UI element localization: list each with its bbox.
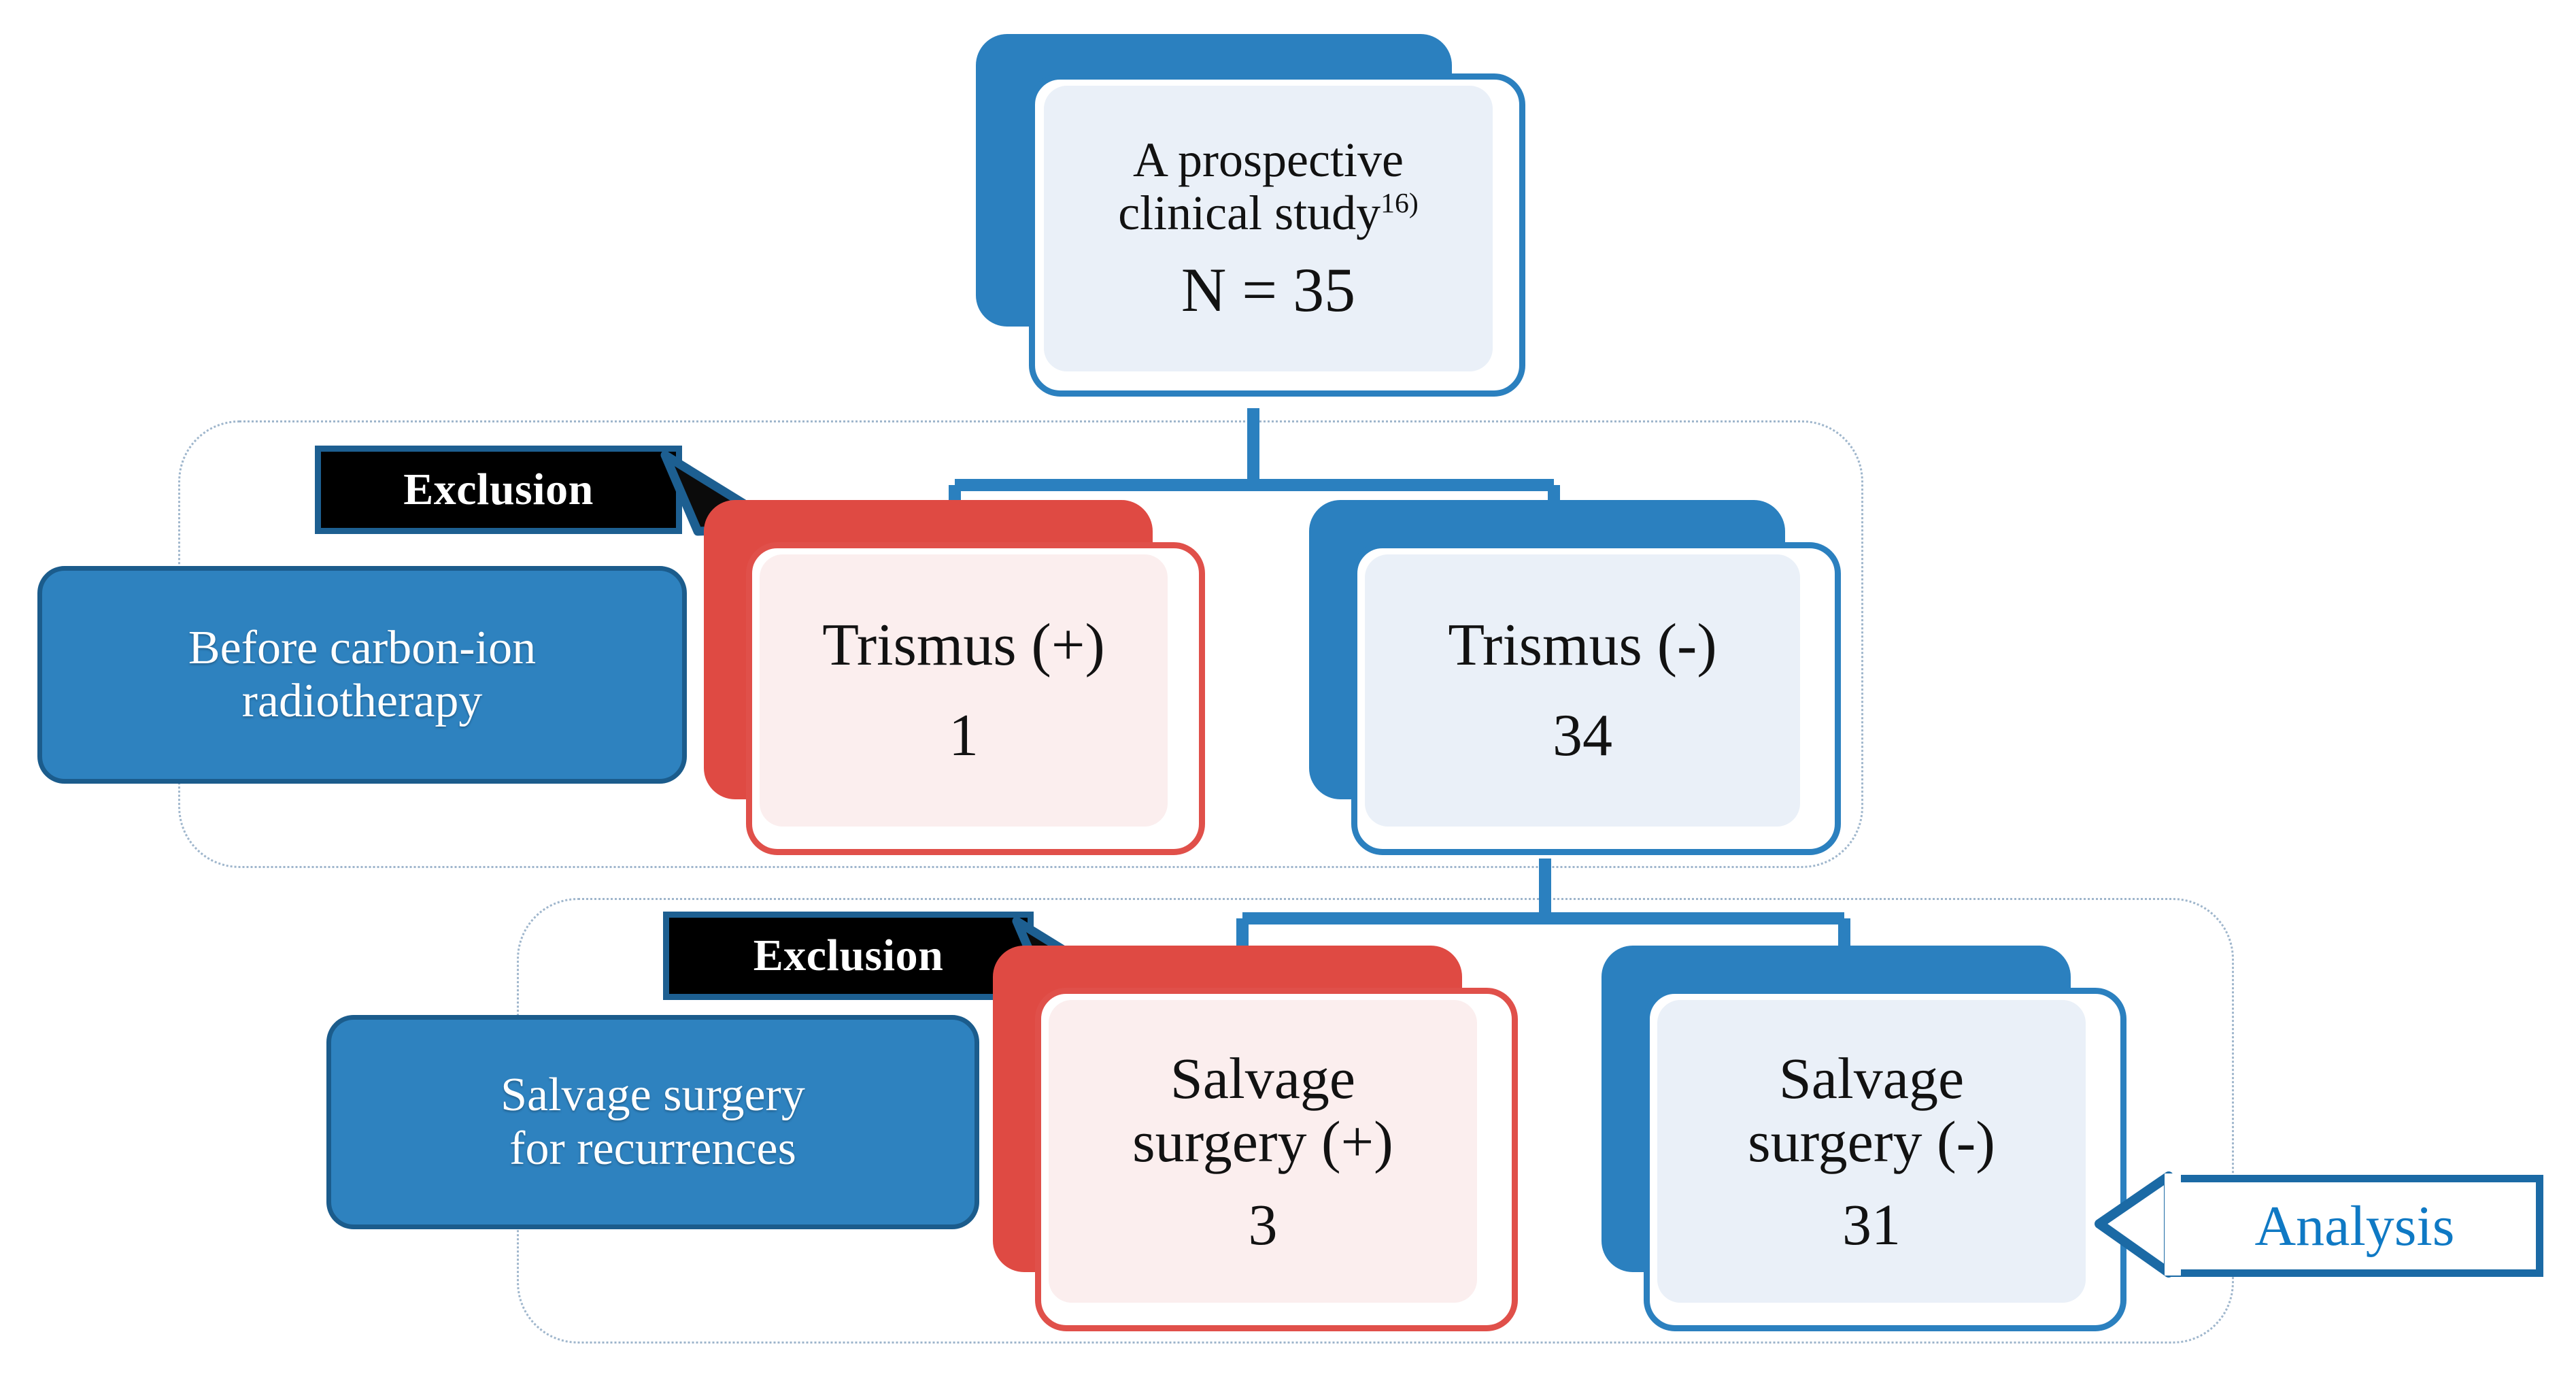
analysis-callout[interactable]: Analysis (2095, 1171, 2543, 1278)
stage-label-before-cirt: Before carbon-ion radiotherapy (37, 566, 687, 784)
node-salvage-positive-content: Salvage surgery (+) 3 (1049, 1000, 1477, 1303)
node-salvage-negative[interactable]: Salvage surgery (-) 31 (1601, 946, 2139, 1340)
exclusion-callout-trismus[interactable]: Exclusion (315, 446, 789, 536)
node-root-count: N = 35 (1181, 255, 1356, 325)
analysis-callout-tail (2095, 1171, 2181, 1278)
node-root[interactable]: A prospective clinical study16) N = 35 (976, 34, 1540, 401)
node-root-reference: 16) (1380, 187, 1419, 219)
node-trismus-positive-title: Trismus (+) (822, 612, 1105, 679)
node-trismus-negative-count: 34 (1553, 703, 1612, 769)
node-root-content: A prospective clinical study16) N = 35 (1044, 86, 1493, 371)
node-trismus-negative[interactable]: Trismus (-) 34 (1309, 500, 1846, 861)
node-trismus-positive-content: Trismus (+) 1 (760, 554, 1168, 827)
node-trismus-positive-count: 1 (949, 703, 979, 769)
node-trismus-positive[interactable]: Trismus (+) 1 (704, 500, 1207, 861)
node-salvage-positive[interactable]: Salvage surgery (+) 3 (993, 946, 1530, 1340)
node-salvage-negative-content: Salvage surgery (-) 31 (1657, 1000, 2086, 1303)
node-salvage-positive-count: 3 (1248, 1192, 1278, 1258)
node-trismus-negative-title: Trismus (-) (1448, 612, 1717, 679)
node-salvage-positive-title: Salvage surgery (+) (1132, 1046, 1393, 1175)
exclusion-callout-label: Exclusion (315, 446, 682, 534)
stage-label-salvage-surgery: Salvage surgery for recurrences (326, 1015, 979, 1229)
node-root-title: A prospective clinical study16) (1118, 132, 1419, 240)
analysis-callout-label: Analysis (2166, 1175, 2543, 1277)
exclusion-callout-salvage[interactable]: Exclusion (663, 912, 1140, 1002)
node-salvage-negative-title: Salvage surgery (-) (1748, 1046, 1995, 1175)
exclusion-callout-label-2: Exclusion (663, 912, 1034, 1000)
node-trismus-negative-content: Trismus (-) 34 (1365, 554, 1800, 827)
node-salvage-negative-count: 31 (1842, 1192, 1901, 1258)
